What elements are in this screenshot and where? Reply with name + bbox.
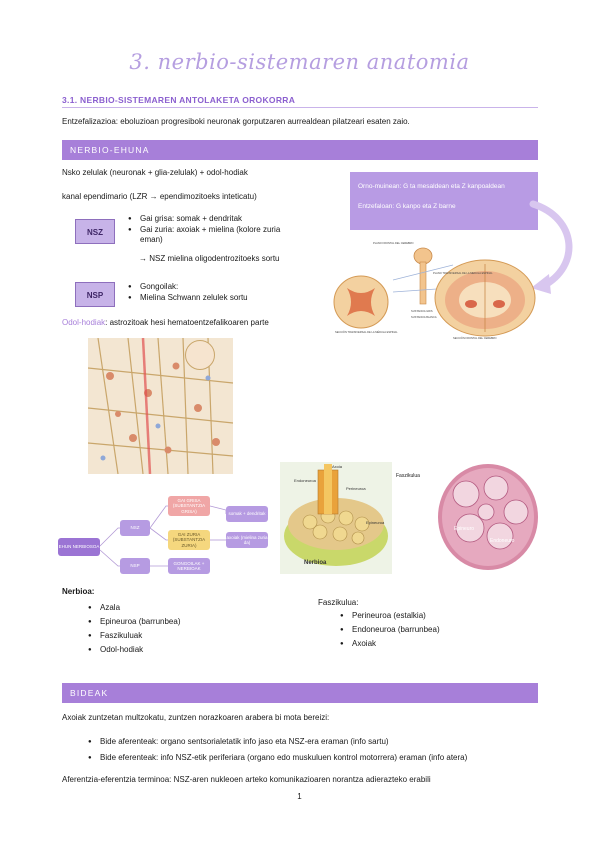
callout-box: Orno-muinean: G ta mesaldean eta Z kanpo… [350, 172, 538, 230]
diagram-gongoilak: GONGOILAK + NERBIOAK [168, 558, 210, 574]
nerve-image: Axoia Endoneuroa Perineuroa Epineuroa Ne… [280, 462, 392, 574]
nerbioa-item: Azala [88, 601, 288, 615]
label-seccion-transversal: SECCIÓN TRANSVERSAL DE LA MÉDULA ESPINAL [335, 329, 398, 334]
faszikulua-list: Perineuroa (estalkia) Endoneuroa (barrun… [340, 609, 540, 651]
diagram-gai-grisa: GAI GRISA (SUBSTANTZIA GRISA) [168, 496, 210, 516]
callout-line-2: Entzefaloan: G kanpo eta Z barne [358, 203, 456, 210]
diagram-nsp: NSP [120, 558, 150, 574]
label-axoia: Axoia [332, 464, 343, 469]
label-sustancia-gris: SUSTANCIA GRIS [411, 309, 433, 313]
bideak-list: Bide aferenteak: organo sentsorialetatik… [88, 735, 540, 765]
faszikulua-item: Perineuroa (estalkia) [340, 609, 540, 623]
nsp-list: Gongoilak: Mielina Schwann zelulek sortu [128, 282, 303, 303]
label-histo-epineuro: Epineuro [454, 526, 474, 532]
label-faszikulua: Faszikulua [396, 473, 420, 479]
nsp-box: NSP [75, 282, 115, 307]
bideak-item: Bide eferenteak: info NSZ-etik periferia… [88, 751, 540, 765]
brain-sections-image: PLANO FRONTAL DEL CEREBRO PLANO TRANSVER… [333, 241, 536, 340]
odol-hodiak-text: : astrozitoak hesi hematoentzefalikoaren… [105, 318, 269, 327]
label-seccion-frontal: SECCIÓN FRONTAL DEL CEREBRO [453, 335, 497, 340]
label-perineuroa: Perineuroa [346, 486, 366, 491]
band-nerbio-ehuna: NERBIO-EHUNA [62, 140, 538, 160]
brain-spinal-illustration: PLANO FRONTAL DEL CEREBRO PLANO TRANSVER… [333, 240, 538, 340]
band-bideak: BIDEAK [62, 683, 538, 703]
tissue-line-2: kanal ependimario (LZR → ependimozitoeks… [62, 192, 257, 201]
odol-hodiak-line: Odol-hodiak: astrozitoak hesi hematoentz… [62, 318, 269, 328]
nsp-item: Gongoilak: [128, 282, 303, 293]
diagram-axoiak: axoiak (mielina zuria da) [226, 532, 268, 548]
nerbioa-item: Odol-hodiak [88, 643, 288, 657]
nerbioa-list: Azala Epineuroa (barrunbea) Faszikuluak … [88, 601, 288, 657]
section-divider [62, 107, 538, 108]
page-title: 3. nerbio-sistemaren anatomia [129, 50, 470, 74]
nsz-box: NSZ [75, 219, 115, 244]
diagram-nsz: NSZ [120, 520, 150, 536]
tissue-line-1: Nsko zelulak (neuronak + glia-zelulak) +… [62, 168, 248, 177]
curved-arrow-icon [529, 200, 573, 294]
nerbioa-heading: Nerbioa: [62, 587, 95, 596]
faszikulua-item: Endoneuroa (barrunbea) [340, 623, 540, 637]
faszikulua-item: Axoiak [340, 637, 540, 651]
bideak-item: Bide aferenteak: organo sentsorialetatik… [88, 735, 540, 749]
faszikulua-heading: Faszikulua: [318, 598, 359, 607]
nsp-item: Mielina Schwann zelulek sortu [128, 293, 303, 304]
page-number: 1 [297, 792, 302, 801]
concept-diagram: EHUN NERBIOSOA NSZ NSP GAI GRISA (SUBSTA… [58, 478, 273, 588]
label-epineuroa: Epineuroa [366, 520, 385, 525]
spinal-mini-icon [185, 340, 215, 370]
nsz-item: Gai zuria: axoiak + mielina (kolore zuri… [128, 225, 303, 246]
label-endoneuroa: Endoneuroa [294, 478, 317, 483]
bideak-terminoa: Aferentzia-eferentzia terminoa: NSZ-aren… [62, 775, 431, 784]
bideak-intro: Axoiak zuntzetan multzokatu, zuntzen nor… [62, 713, 330, 722]
odol-hodiak-label: Odol-hodiak [62, 318, 106, 327]
nsz-list: Gai grisa: somak + dendritak Gai zuria: … [128, 214, 303, 246]
label-sustancia-blanca: SUSTANCIA BLANCA [411, 315, 437, 319]
diagram-root: EHUN NERBIOSOA [58, 538, 100, 556]
intro-text: Entzefalizazioa: eboluzioan progresiboki… [62, 117, 410, 126]
nerve-histology: Epineuro Endoneuro [436, 462, 540, 572]
section-heading-31: 3.1. NERBIO-SISTEMAREN ANTOLAKETA OROKOR… [62, 95, 296, 105]
histology-image: Epineuro Endoneuro [438, 464, 538, 570]
label-plano-transversal: PLANO TRANSVERSAL DE LA MEDULA ESPINAL [433, 271, 493, 275]
diagram-gai-zuria: GAI ZURIA (SUBSTANTZIA ZURIA) [168, 530, 210, 550]
label-histo-endoneuro: Endoneuro [490, 538, 515, 544]
callout-line-1: Orno-muinean: G ta mesaldean eta Z kanpo… [358, 183, 505, 190]
nerbioa-item: Faszikuluak [88, 629, 288, 643]
label-nerbioa: Nerbioa [304, 560, 327, 566]
diagram-somak: somak + dendritak [226, 506, 268, 522]
diagram-connectors [99, 505, 227, 567]
label-plano-frontal: PLANO FRONTAL DEL CEREBRO [373, 241, 414, 245]
nerve-illustration: Axoia Endoneuroa Perineuroa Epineuroa Ne… [280, 462, 392, 574]
nsz-sub: → NSZ mielina oligodentrozitoeks sortu [139, 254, 280, 263]
nerbioa-item: Epineuroa (barrunbea) [88, 615, 288, 629]
nsz-item: Gai grisa: somak + dendritak [128, 214, 303, 225]
